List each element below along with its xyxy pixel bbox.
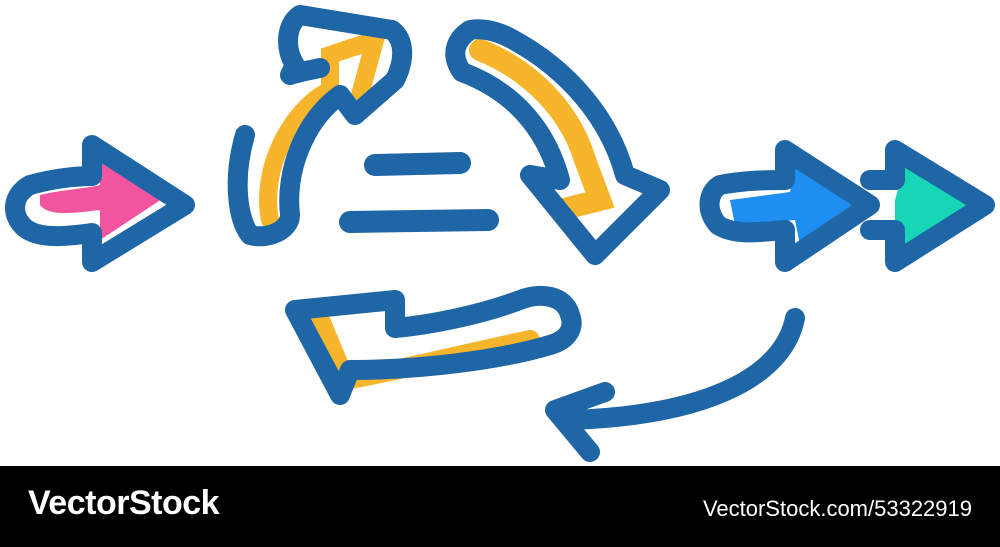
brand-logo-text: VectorStock: [28, 484, 220, 522]
watermark-footer-bar: VectorStock VectorStock.com/53322919: [0, 466, 1000, 547]
cyclic-process-arrows-icon: [5, 5, 995, 462]
equals-sign-icon: [339, 152, 499, 233]
cycle-arrow-top-right-icon: [445, 19, 670, 265]
cycle-arrow-top-left-icon: [227, 5, 413, 247]
stock-id-text: VectorStock.com/53322919: [702, 496, 972, 521]
left-input-arrow-icon: [5, 135, 195, 272]
right-output-double-arrow-icon: [699, 140, 995, 272]
cycle-arrow-bottom-icon: [285, 285, 582, 405]
return-arrow-icon: [545, 308, 805, 462]
